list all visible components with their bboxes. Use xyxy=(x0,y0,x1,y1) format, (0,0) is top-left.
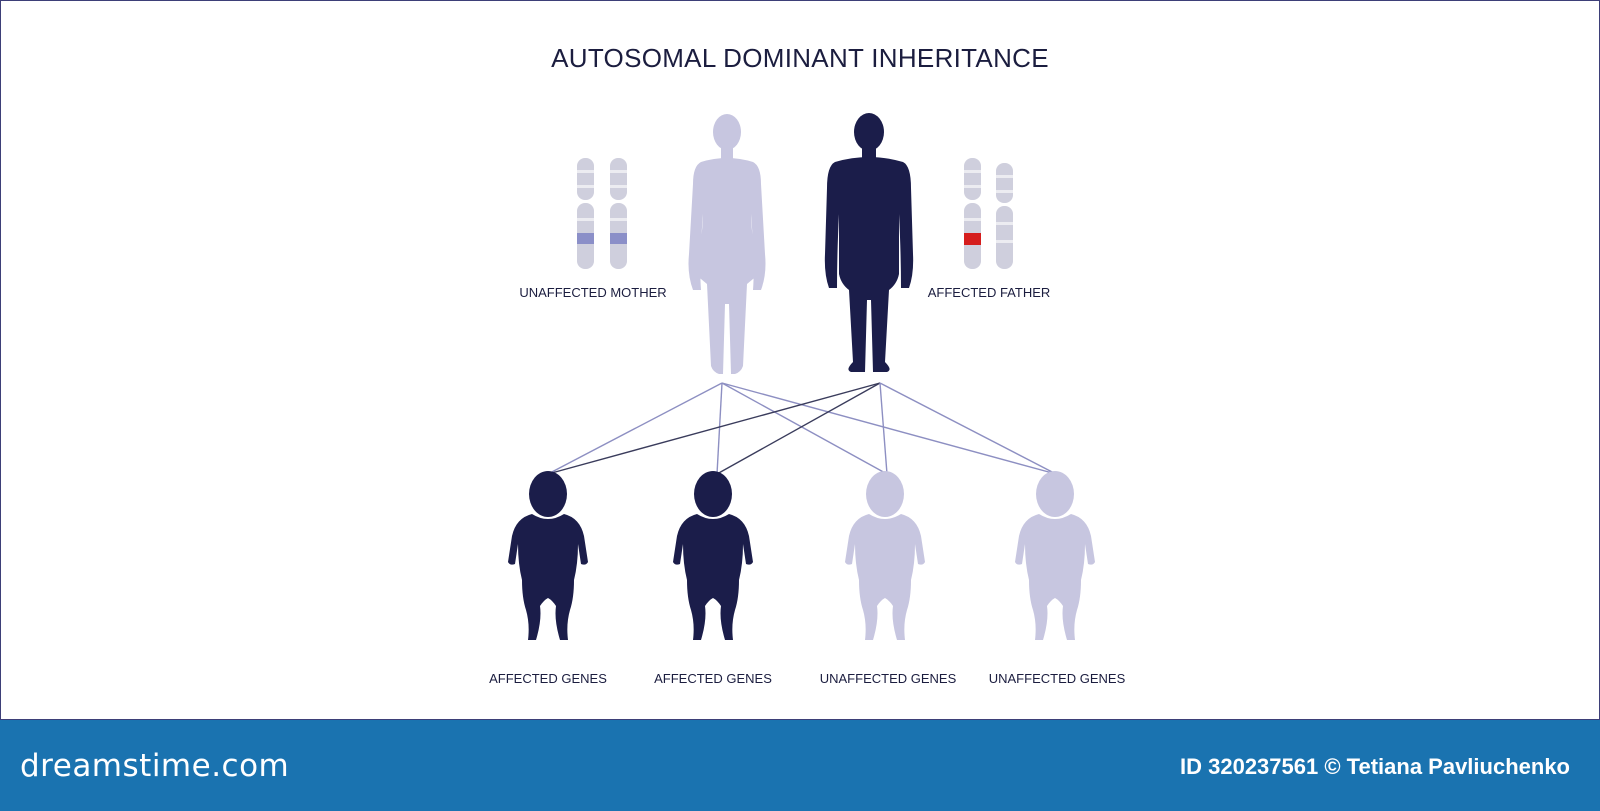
line-father-child-4 xyxy=(879,382,1057,475)
diagram-frame xyxy=(0,0,1600,720)
child-1-silhouette xyxy=(508,471,588,640)
line-mother-child-2 xyxy=(716,382,723,475)
father-mutant-gene-band xyxy=(964,233,981,245)
line-father-child-1 xyxy=(547,382,881,475)
father-chromosomes xyxy=(964,158,1013,269)
father-chromosome-right xyxy=(996,163,1013,269)
child-4-silhouette xyxy=(1015,471,1095,640)
father-silhouette xyxy=(824,113,914,372)
father-label: AFFECTED FATHER xyxy=(927,285,1051,300)
mother-gene-band-right xyxy=(610,233,627,244)
line-mother-child-3 xyxy=(721,382,888,475)
father-chromosome-left xyxy=(964,158,981,269)
line-father-child-3 xyxy=(879,382,888,475)
child-1-label: AFFECTED GENES xyxy=(489,671,607,686)
mother-silhouette xyxy=(688,114,766,374)
child-2-silhouette xyxy=(673,471,753,640)
line-mother-child-4 xyxy=(721,382,1057,475)
line-father-child-2 xyxy=(716,382,881,475)
child-4-label: UNAFFECTED GENES xyxy=(988,671,1126,686)
child-2-label: AFFECTED GENES xyxy=(654,671,772,686)
brand-logo[interactable]: dreamstime.com xyxy=(20,748,290,784)
mother-chromosomes xyxy=(577,158,627,269)
mother-label: UNAFFECTED MOTHER xyxy=(519,285,667,300)
footer-bar: dreamstime.com ID 320237561 © Tetiana Pa… xyxy=(0,720,1600,811)
child-3-label: UNAFFECTED GENES xyxy=(819,671,957,686)
inheritance-diagram xyxy=(508,113,1095,640)
child-3-silhouette xyxy=(845,471,925,640)
mother-gene-band-left xyxy=(577,233,594,244)
mother-chromosome-right xyxy=(610,158,627,269)
image-credit: ID 320237561 © Tetiana Pavliuchenko xyxy=(1180,754,1570,779)
line-mother-child-1 xyxy=(547,382,723,475)
diagram-title: AUTOSOMAL DOMINANT INHERITANCE xyxy=(551,43,1049,73)
inheritance-lines xyxy=(547,382,1057,475)
mother-chromosome-left xyxy=(577,158,594,269)
